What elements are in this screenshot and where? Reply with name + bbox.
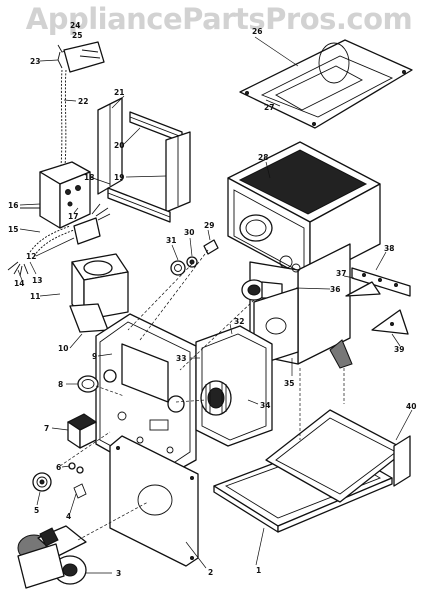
part-burner-motor <box>17 525 87 589</box>
assembly-lines <box>59 249 345 541</box>
callout-20: 20 <box>114 141 124 150</box>
callout-12: 12 <box>26 252 36 261</box>
callout-7: 7 <box>44 424 49 433</box>
callout-30: 30 <box>184 228 194 237</box>
callout-40: 40 <box>406 402 416 411</box>
callout-19: 19 <box>114 173 124 182</box>
callout-29: 29 <box>204 221 214 230</box>
part-air-tube <box>69 253 129 333</box>
callout-34: 34 <box>260 401 270 410</box>
callout-10: 10 <box>58 344 68 353</box>
leader-lines <box>17 36 413 574</box>
part-top-cover <box>239 39 413 129</box>
callout-13: 13 <box>32 276 42 285</box>
callout-35: 35 <box>284 379 294 388</box>
callout-16: 16 <box>8 201 18 210</box>
callout-31: 31 <box>166 236 176 245</box>
callout-numbers: 1 2 3 4 5 6 7 8 9 10 11 12 13 14 15 16 1… <box>8 21 416 578</box>
part-right-brackets <box>345 267 411 335</box>
callout-28: 28 <box>258 153 268 162</box>
callout-2: 2 <box>208 568 213 577</box>
part-mounting-brackets <box>97 97 191 223</box>
callout-23: 23 <box>30 57 40 66</box>
callout-39: 39 <box>394 345 404 354</box>
callout-9: 9 <box>92 352 97 361</box>
callout-21: 21 <box>114 88 124 97</box>
callout-4: 4 <box>66 512 71 521</box>
callout-32: 32 <box>234 317 244 326</box>
part-angle-rail <box>265 409 411 503</box>
callout-36: 36 <box>330 285 340 294</box>
callout-18: 18 <box>84 173 94 182</box>
callout-22: 22 <box>78 97 88 106</box>
part-blower-assembly <box>195 325 273 447</box>
callout-24: 24 <box>70 21 80 30</box>
callout-37: 37 <box>336 269 346 278</box>
callout-8: 8 <box>58 380 63 389</box>
callout-6: 6 <box>56 463 61 472</box>
callout-1: 1 <box>256 566 261 575</box>
callout-14: 14 <box>14 279 24 288</box>
callout-26: 26 <box>252 27 262 36</box>
part-junction-box <box>7 203 111 277</box>
callout-25: 25 <box>72 31 82 40</box>
callout-38: 38 <box>384 244 394 253</box>
part-small-fittings <box>170 239 219 276</box>
callout-27: 27 <box>264 103 274 112</box>
callout-3: 3 <box>116 569 121 578</box>
callout-5: 5 <box>34 506 39 515</box>
watermark: AppliancePartsPros.com <box>25 2 413 36</box>
callout-17: 17 <box>68 212 78 221</box>
part-transformer <box>67 413 97 449</box>
callout-33: 33 <box>176 354 186 363</box>
callout-11: 11 <box>30 292 40 301</box>
part-observation-window <box>77 375 99 393</box>
part-wire-harness <box>57 41 105 179</box>
part-control-box <box>20 161 91 229</box>
callout-15: 15 <box>8 225 18 234</box>
part-heat-exchanger <box>227 141 381 369</box>
